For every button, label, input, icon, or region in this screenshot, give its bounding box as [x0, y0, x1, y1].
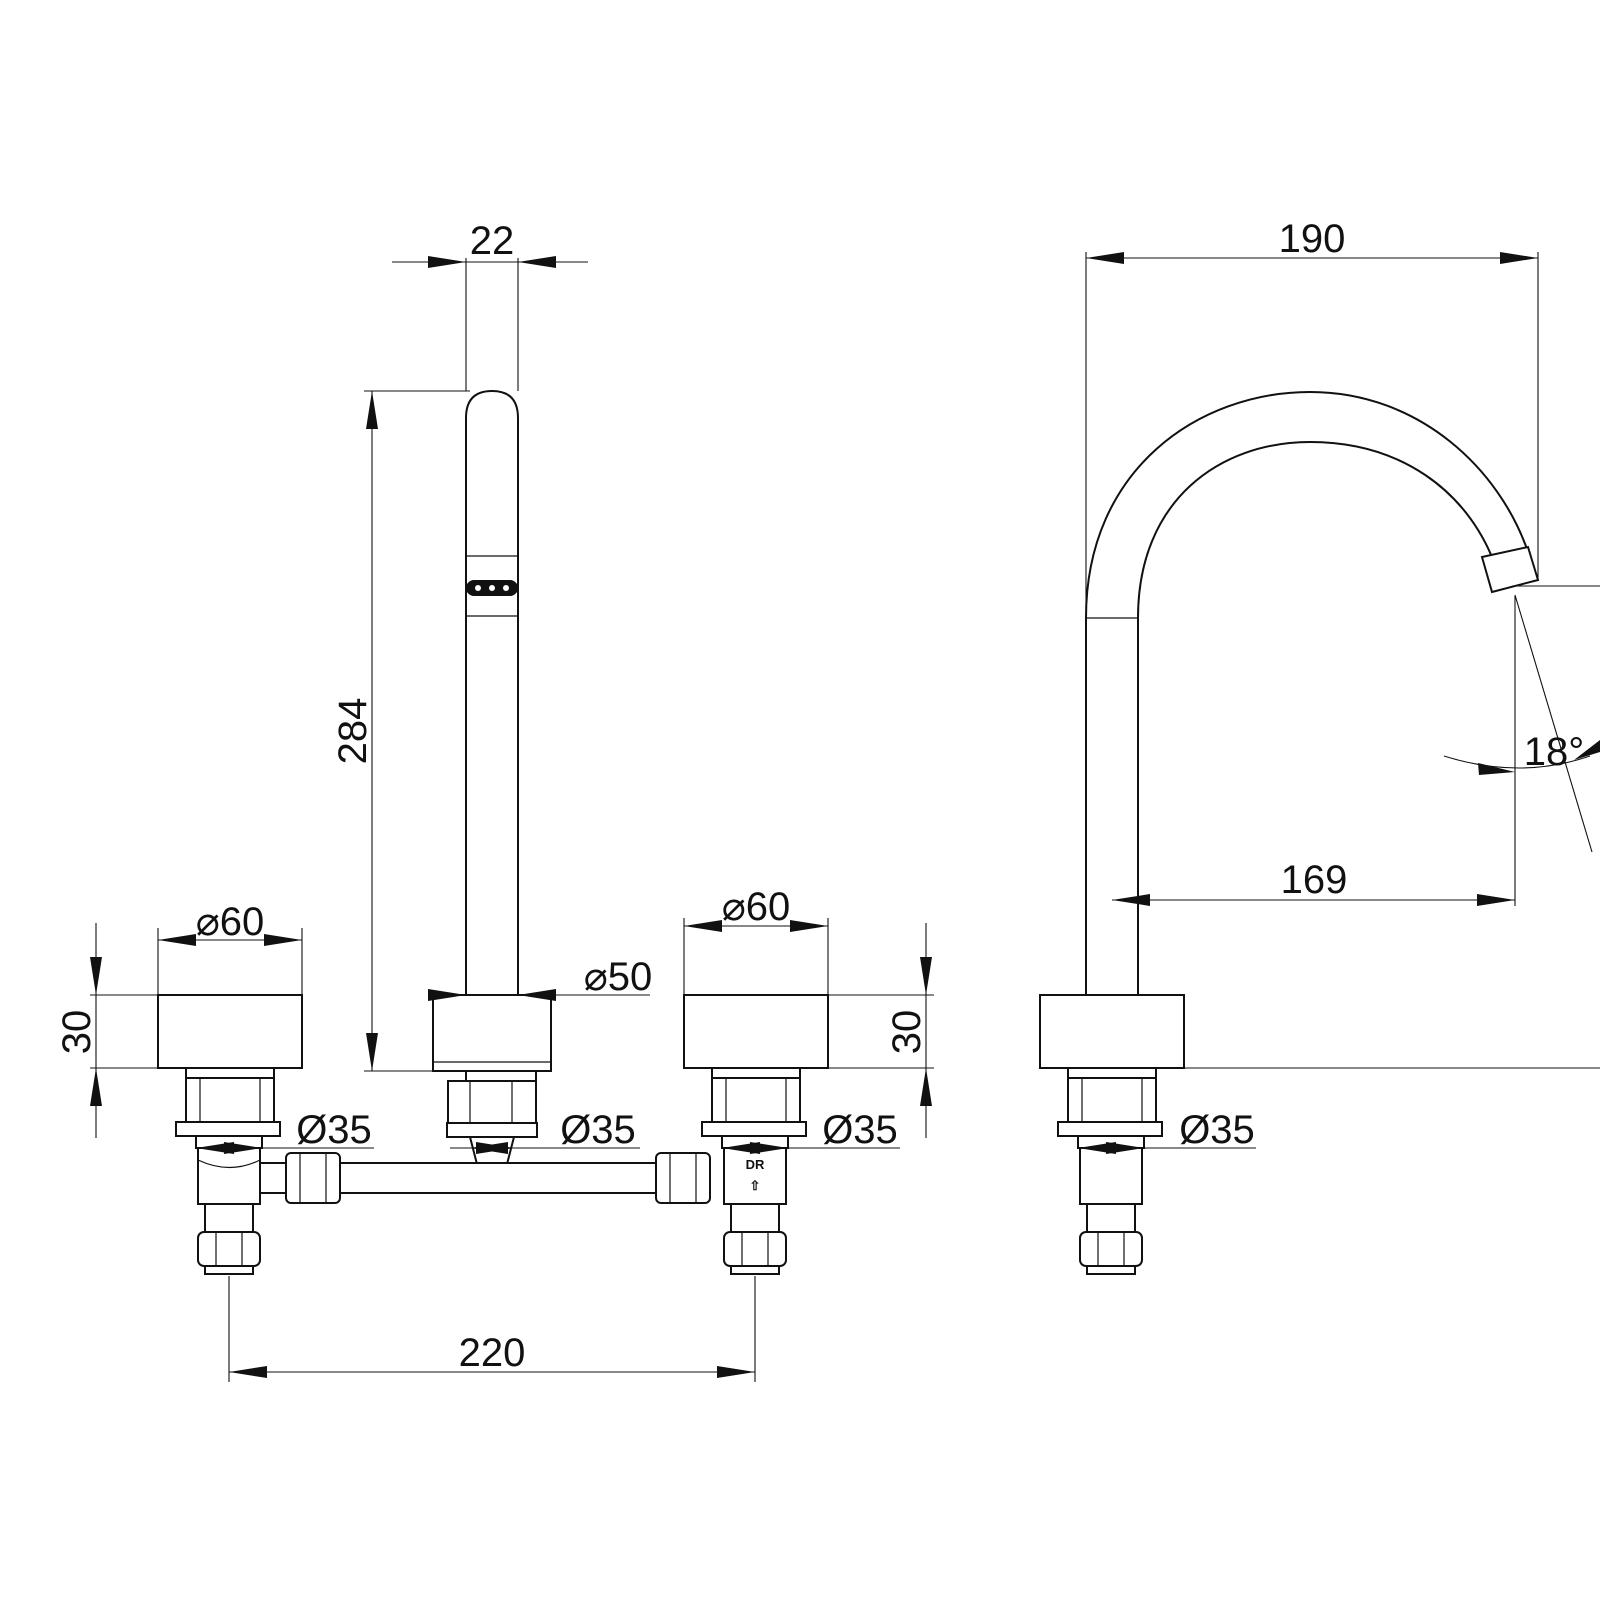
spout [465, 389, 519, 1004]
gooseneck-spout [1085, 390, 1540, 996]
dim-label-169: 169 [1281, 858, 1348, 902]
dim-outlet-angle: 18° [1443, 594, 1600, 853]
dim-label-190: 190 [1279, 217, 1346, 261]
dim-center-shank-dia: Ø35 [450, 1108, 640, 1154]
dim-label-right-35: Ø35 [822, 1108, 898, 1152]
dim-label-50: ⌀50 [584, 955, 653, 999]
dim-spout-width: 22 [392, 219, 588, 391]
dim-label-center-35: Ø35 [560, 1108, 636, 1152]
dim-spout-height: 284 [331, 390, 470, 1072]
dim-centers: 220 [228, 1276, 756, 1382]
dim-right-handle-dia: ⌀60 [683, 885, 829, 995]
dim-overall-projection: 190 [1085, 217, 1539, 618]
dim-right-shank-dia: Ø35 [722, 1108, 900, 1154]
dim-left-handle-dia: ⌀60 [157, 900, 303, 995]
dim-label-right-60: ⌀60 [722, 885, 791, 929]
valve-arrow-icon: ⇧ [750, 1178, 761, 1193]
dim-label-left-60: ⌀60 [196, 900, 265, 944]
dim-label-22: 22 [470, 219, 515, 263]
dim-left-shank-dia: Ø35 [196, 1108, 374, 1154]
side-view: 190 169 18° Ø35 [1039, 217, 1600, 1275]
side-base [1039, 994, 1185, 1275]
dim-label-220: 220 [459, 1331, 526, 1375]
front-view: DR ⇧ 22 284 [55, 219, 934, 1382]
left-handle [157, 994, 303, 1275]
spout-base [432, 994, 552, 1182]
dim-label-right-30: 30 [885, 1010, 929, 1055]
valve-marking: DR [746, 1157, 765, 1172]
dim-label-left-30: 30 [55, 1010, 99, 1055]
connecting-hose [259, 1152, 711, 1204]
dim-label-18-deg: 18° [1524, 730, 1585, 774]
right-handle: DR ⇧ [683, 994, 829, 1275]
dim-label-284: 284 [331, 698, 375, 765]
dim-left-handle-height: 30 [55, 923, 158, 1138]
dim-side-shank-dia: Ø35 [1078, 1108, 1256, 1154]
dim-spout-reach: 169 [1112, 585, 1600, 906]
dim-label-left-35: Ø35 [296, 1108, 372, 1152]
dim-label-side-35: Ø35 [1179, 1108, 1255, 1152]
dim-spout-base-dia: ⌀50 [428, 955, 652, 1001]
dim-right-handle-height: 30 [828, 923, 934, 1138]
